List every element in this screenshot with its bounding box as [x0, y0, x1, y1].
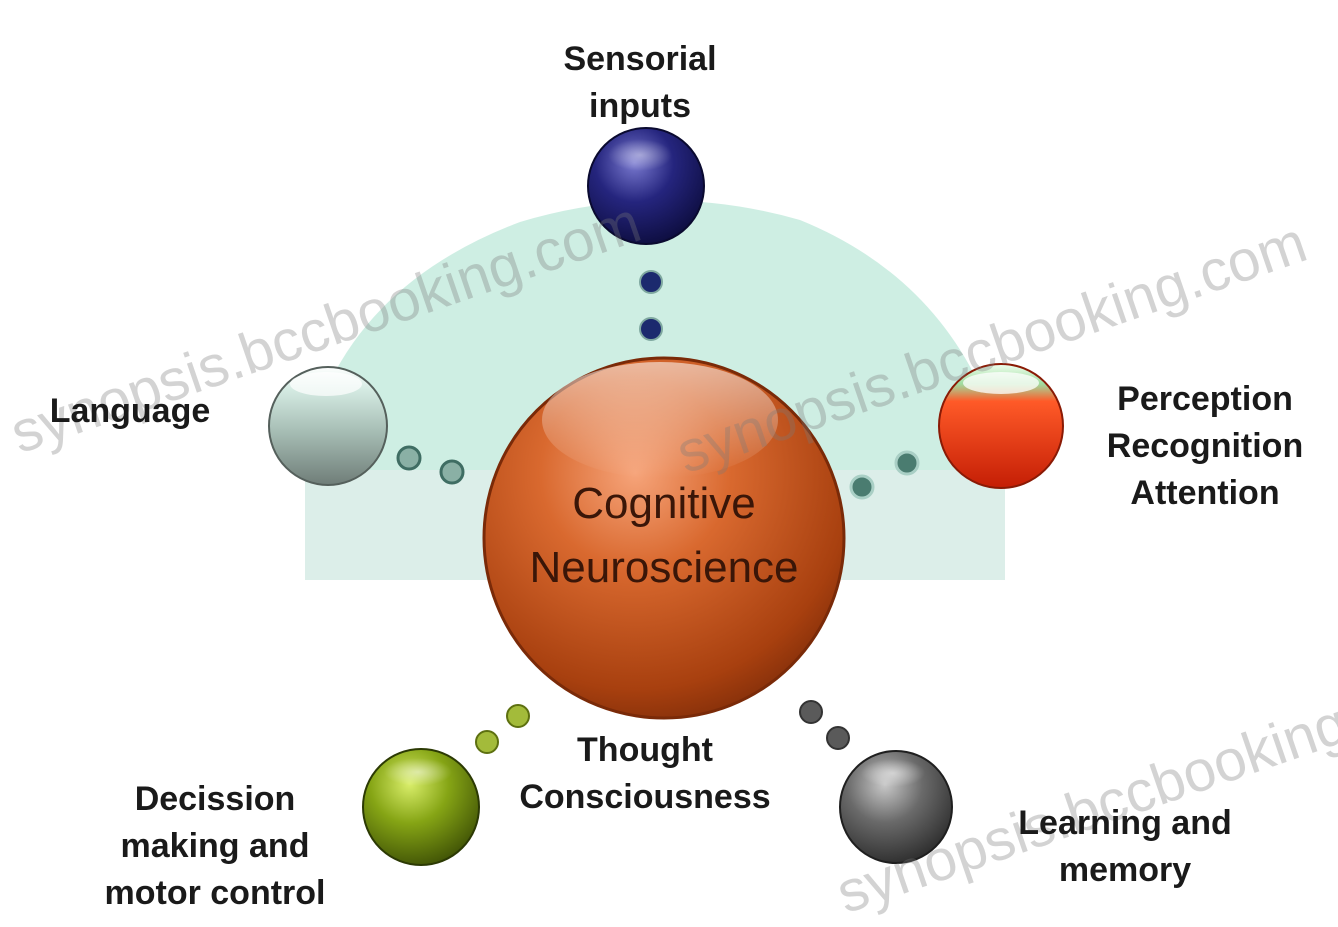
connector-dot — [826, 726, 850, 750]
connector-dot — [799, 700, 823, 724]
decision-label-line2: making and — [120, 827, 310, 865]
decision-label-line1: Decission — [134, 780, 296, 818]
decision-label: Decission making and motor control — [60, 776, 370, 917]
learning-node — [839, 750, 953, 864]
connector-dot — [439, 459, 465, 485]
center-title-line2: Neuroscience — [529, 543, 799, 592]
connector-dot — [396, 445, 422, 471]
learning-label: Learning and memory — [985, 800, 1265, 894]
perception-node — [938, 363, 1064, 489]
thought-label-line2: Consciousness — [519, 778, 771, 816]
connector-perception — [849, 450, 920, 500]
learning-sphere-shine — [861, 759, 925, 787]
connector-learning — [799, 700, 850, 750]
perception-label-line1: Perception — [1117, 380, 1293, 418]
learning-label-line1: Learning and — [1018, 804, 1232, 842]
sensorial-label: Sensorial inputs — [510, 36, 770, 130]
language-label: Language — [20, 388, 240, 435]
thought-label: Thought Consciousness — [480, 727, 810, 821]
connector-dot — [506, 704, 530, 728]
learning-label-line2: memory — [1058, 851, 1192, 889]
connector-dot — [849, 474, 875, 500]
decision-node — [362, 748, 480, 866]
sensorial-label-line2: inputs — [589, 87, 691, 125]
sensorial-label-line1: Sensorial — [563, 40, 717, 78]
sensorial-node — [587, 127, 705, 245]
decision-sphere-shine — [384, 758, 452, 786]
center-sphere-shine — [542, 362, 778, 478]
center-title-line1: Cognitive — [572, 479, 756, 528]
connector-language — [396, 445, 465, 485]
perception-label-line3: Attention — [1130, 474, 1280, 512]
connector-decision — [475, 704, 530, 754]
connector-dot — [475, 730, 499, 754]
perception-label-line2: Recognition — [1106, 427, 1304, 465]
decision-label-line3: motor control — [104, 874, 326, 912]
center-node — [482, 356, 846, 720]
connector-dot — [639, 270, 663, 294]
connector-dot — [639, 317, 663, 341]
perception-sphere-shine — [963, 372, 1039, 394]
center-title: Cognitive Neuroscience — [480, 472, 848, 600]
language-node — [268, 366, 388, 486]
connector-dot — [894, 450, 920, 476]
language-sphere — [268, 366, 388, 486]
language-sphere-shine — [290, 372, 362, 396]
connector-sensorial — [639, 270, 663, 341]
perception-label: Perception Recognition Attention — [1080, 376, 1330, 517]
perception-sphere — [938, 363, 1064, 489]
thought-label-line1: Thought — [577, 731, 713, 769]
language-label-line1: Language — [49, 392, 211, 430]
sensorial-sphere-shine — [608, 139, 672, 171]
